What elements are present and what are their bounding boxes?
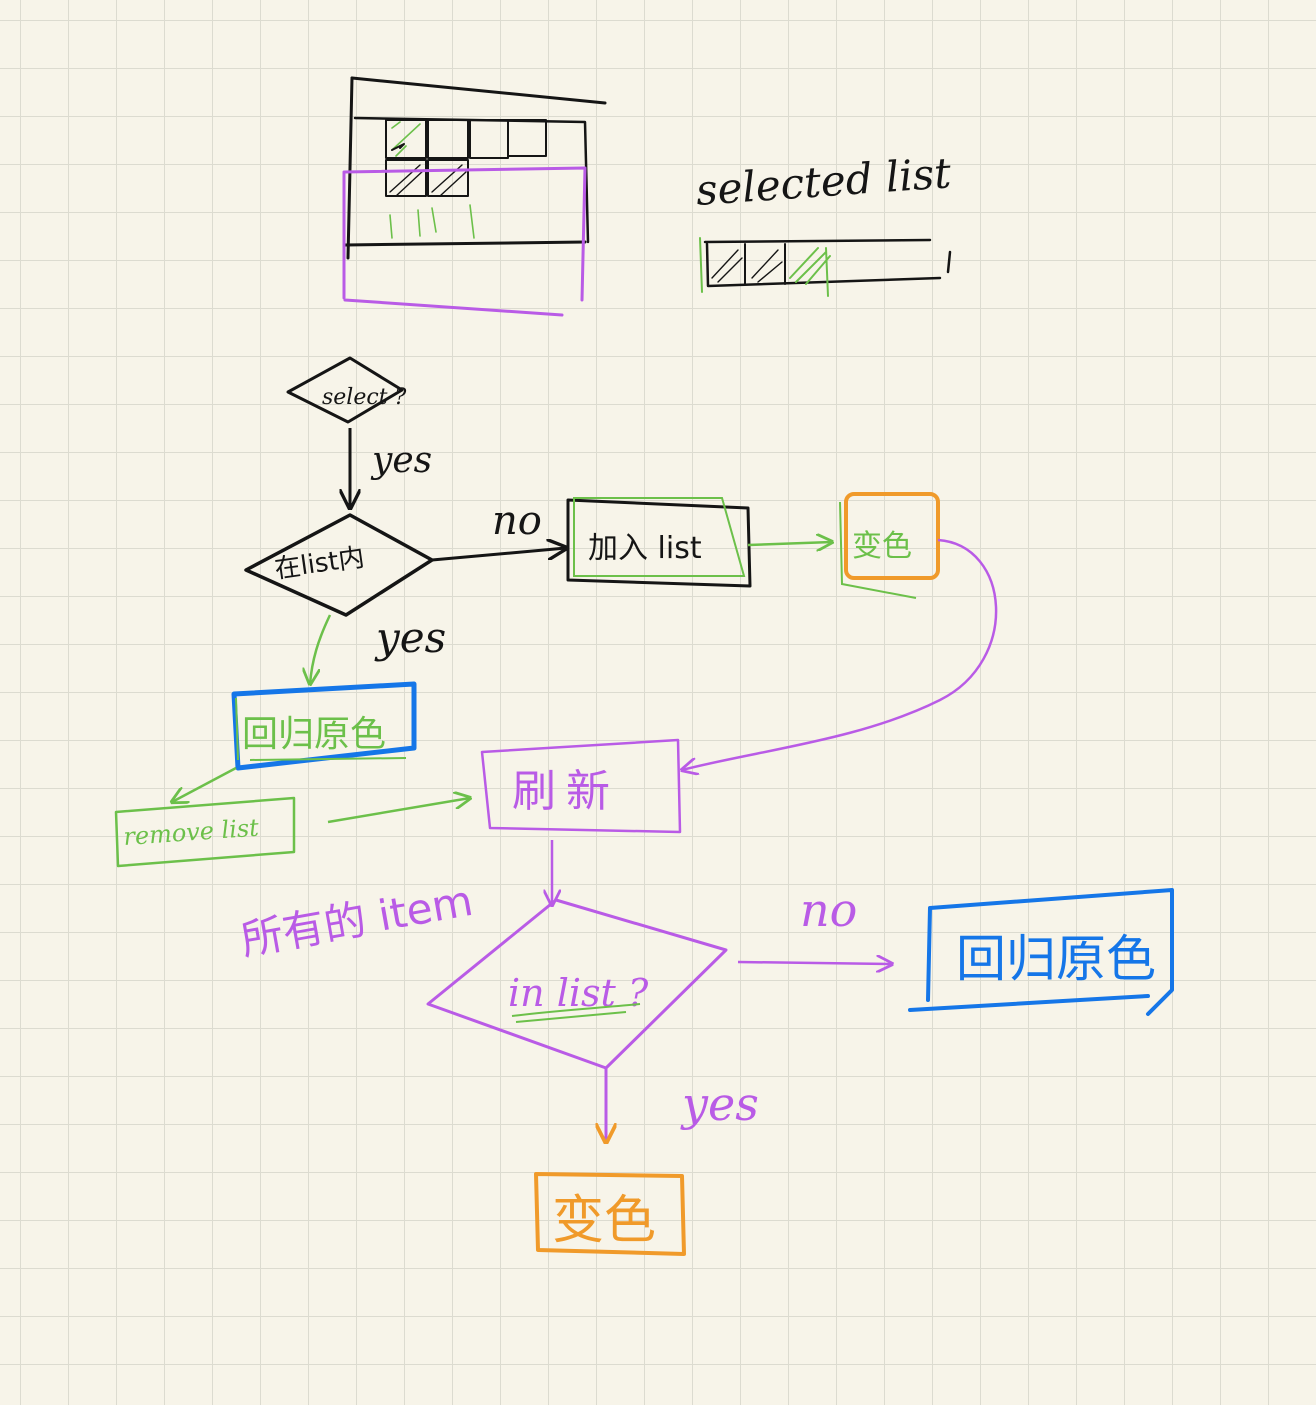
arrow-inlist-to-add [431,548,566,562]
label-no-2: no [800,883,857,937]
label-no-1: no [492,498,542,544]
process-add-list-label: 加入 list [588,531,702,566]
label-yes-1: yes [370,440,432,481]
selected-list-label: selected list [694,148,952,215]
decision-in-list: 在list内 [244,513,434,617]
decision-in-list-2: in list ? [426,898,728,1070]
arrow-inlist-to-restore [310,614,332,684]
arrow-add-to-change-color [747,542,832,545]
arrow-change-color-to-refresh [682,538,998,770]
decision-select: select ? [286,356,407,424]
arrow-restore-to-remove [172,766,237,802]
process-change-color-2: 变色 [534,1172,686,1256]
process-refresh-label: 刷新 [512,766,620,817]
process-remove-list: remove list [114,796,296,868]
process-add-list: 加入 list [566,497,752,588]
selected-list-bar-sketch [699,237,952,297]
process-change-color-2-label: 变色 [552,1191,656,1251]
decision-select-shape [286,356,404,424]
decision-in-list-2-label: in list ? [508,971,649,1015]
decision-select-label: select ? [322,385,407,410]
label-yes-3: yes [680,1077,759,1131]
process-refresh: 刷新 [480,738,682,834]
process-change-color-1-label: 变色 [852,529,912,564]
arrow-decision-to-restore-2 [737,962,892,964]
process-restore-color-2: 回归原色 [908,888,1174,1016]
label-all-items: 所有的 item [237,876,476,965]
process-restore-color-1: 回归原色 [231,681,417,771]
label-yes-2: yes [374,613,446,662]
decision-in-list-2-shape [426,898,728,1070]
process-change-color-1: 变色 [839,492,940,599]
arrow-remove-to-refresh [327,798,470,824]
process-restore-color-1-label: 回归原色 [242,714,386,755]
process-restore-color-2-label: 回归原色 [956,930,1156,988]
window-mockup-sketch [342,76,607,317]
process-remove-list-label: remove list [122,814,260,851]
